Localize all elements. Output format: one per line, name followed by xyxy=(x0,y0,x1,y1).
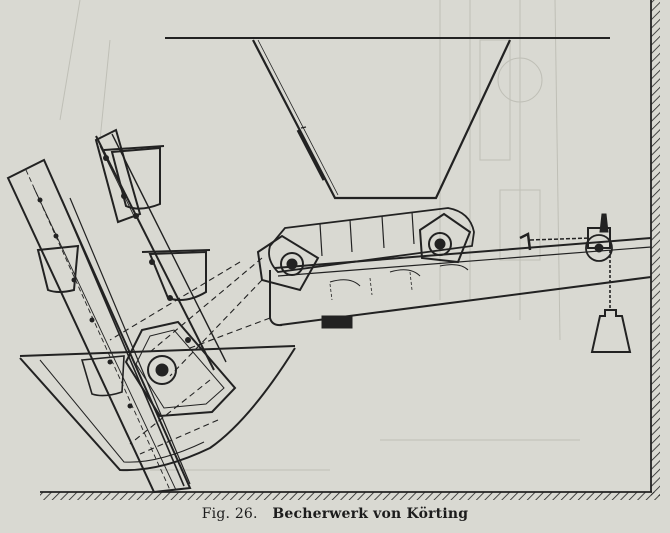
elevator-bucket-1 xyxy=(103,145,165,210)
upper-conveyor-pulley-right xyxy=(418,212,472,264)
background-ghost-drawing xyxy=(59,0,580,471)
elevator-bucket-4 xyxy=(80,355,125,397)
belt-dashed-paths xyxy=(109,257,271,455)
upper-conveyor-pulley-left xyxy=(256,234,320,292)
figure-number: Fig. 26. xyxy=(201,506,258,522)
tension-weight xyxy=(590,309,632,353)
feed-hopper xyxy=(165,37,610,200)
elevator-chain-bolts xyxy=(37,155,191,409)
bucket-elevator-column xyxy=(6,128,227,494)
boot-pit xyxy=(19,345,296,472)
figure-caption: Fig. 26. Becherwerk von Körting xyxy=(0,506,670,522)
right-wall xyxy=(650,0,660,496)
elevator-boot-housing xyxy=(124,320,237,418)
figure-title: Becherwerk von Körting xyxy=(272,506,469,522)
elevator-bucket-3 xyxy=(36,244,80,293)
floor xyxy=(40,491,660,500)
tension-device xyxy=(519,213,613,310)
